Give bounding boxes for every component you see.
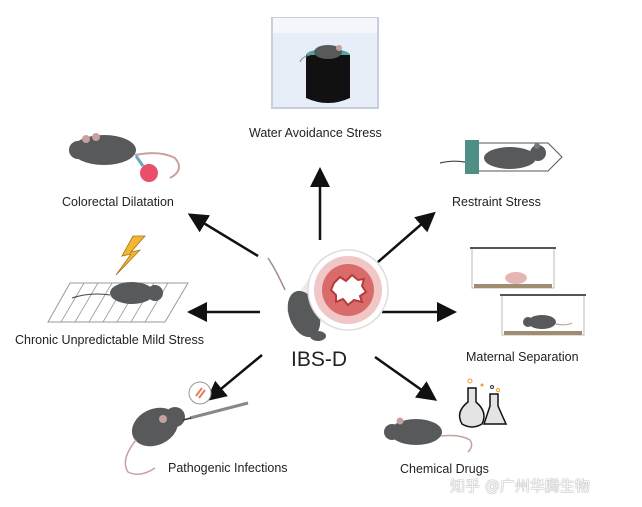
arrows [187,167,457,402]
restraint-illustration [439,140,563,174]
cums-illustration [47,235,189,323]
arrow-colorectal-dilatation [187,213,259,258]
chemical-drugs-illustration [384,378,508,453]
label-colorectal-dilatation: Colorectal Dilatation [62,195,174,209]
label-restraint: Restraint Stress [452,195,541,209]
label-maternal-separation: Maternal Separation [466,350,579,364]
label-pathogenic-infections: Pathogenic Infections [168,461,288,475]
arrow-restraint [377,211,436,263]
arrow-chemical-drugs [374,355,438,401]
ibs-d-illustration [267,249,389,341]
arrow-pathogenic-infections [206,354,263,402]
colorectal-dilatation-illustration [69,133,180,182]
label-chemical-drugs: Chemical Drugs [400,462,489,476]
maternal-separation-illustration [470,247,586,336]
pathogenic-infections-illustration [124,381,249,475]
label-water-avoidance: Water Avoidance Stress [249,126,382,140]
water-avoidance-illustration [271,17,379,109]
center-label-ibs-d: IBS-D [291,348,348,371]
watermark: 知乎 @广州华腾生物 [450,477,590,495]
label-cums: Chronic Unpredictable Mild Stress [15,333,204,347]
